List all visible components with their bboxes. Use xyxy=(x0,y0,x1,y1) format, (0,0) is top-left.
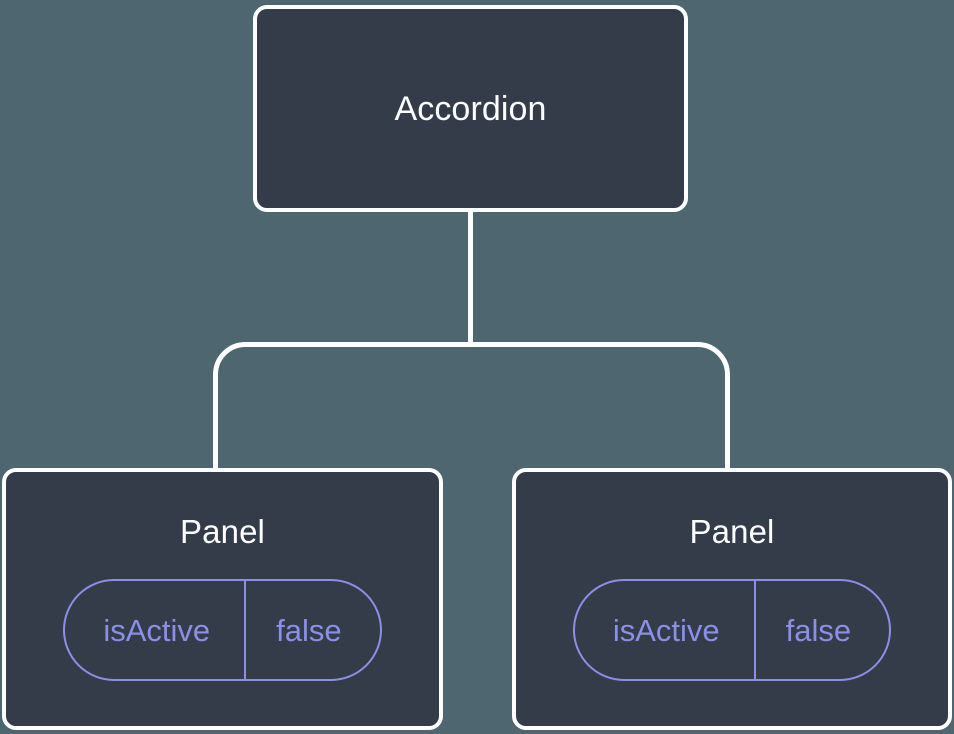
tree-node-panel-2[interactable]: Panel isActive false xyxy=(512,468,952,730)
prop-badge[interactable]: isActive false xyxy=(63,579,382,681)
prop-badge[interactable]: isActive false xyxy=(572,579,892,681)
prop-badge-value: false xyxy=(244,581,379,679)
edge-split-bar xyxy=(213,342,730,472)
tree-node-accordion[interactable]: Accordion xyxy=(253,5,688,212)
prop-badge-key: isActive xyxy=(103,612,211,648)
node-title: Panel xyxy=(180,513,265,550)
node-title: Panel xyxy=(689,513,775,550)
node-title: Accordion xyxy=(394,89,547,128)
prop-badge-value: false xyxy=(753,581,889,679)
tree-node-panel-1[interactable]: Panel isActive false xyxy=(2,468,443,730)
prop-badge-key: isActive xyxy=(612,612,720,648)
